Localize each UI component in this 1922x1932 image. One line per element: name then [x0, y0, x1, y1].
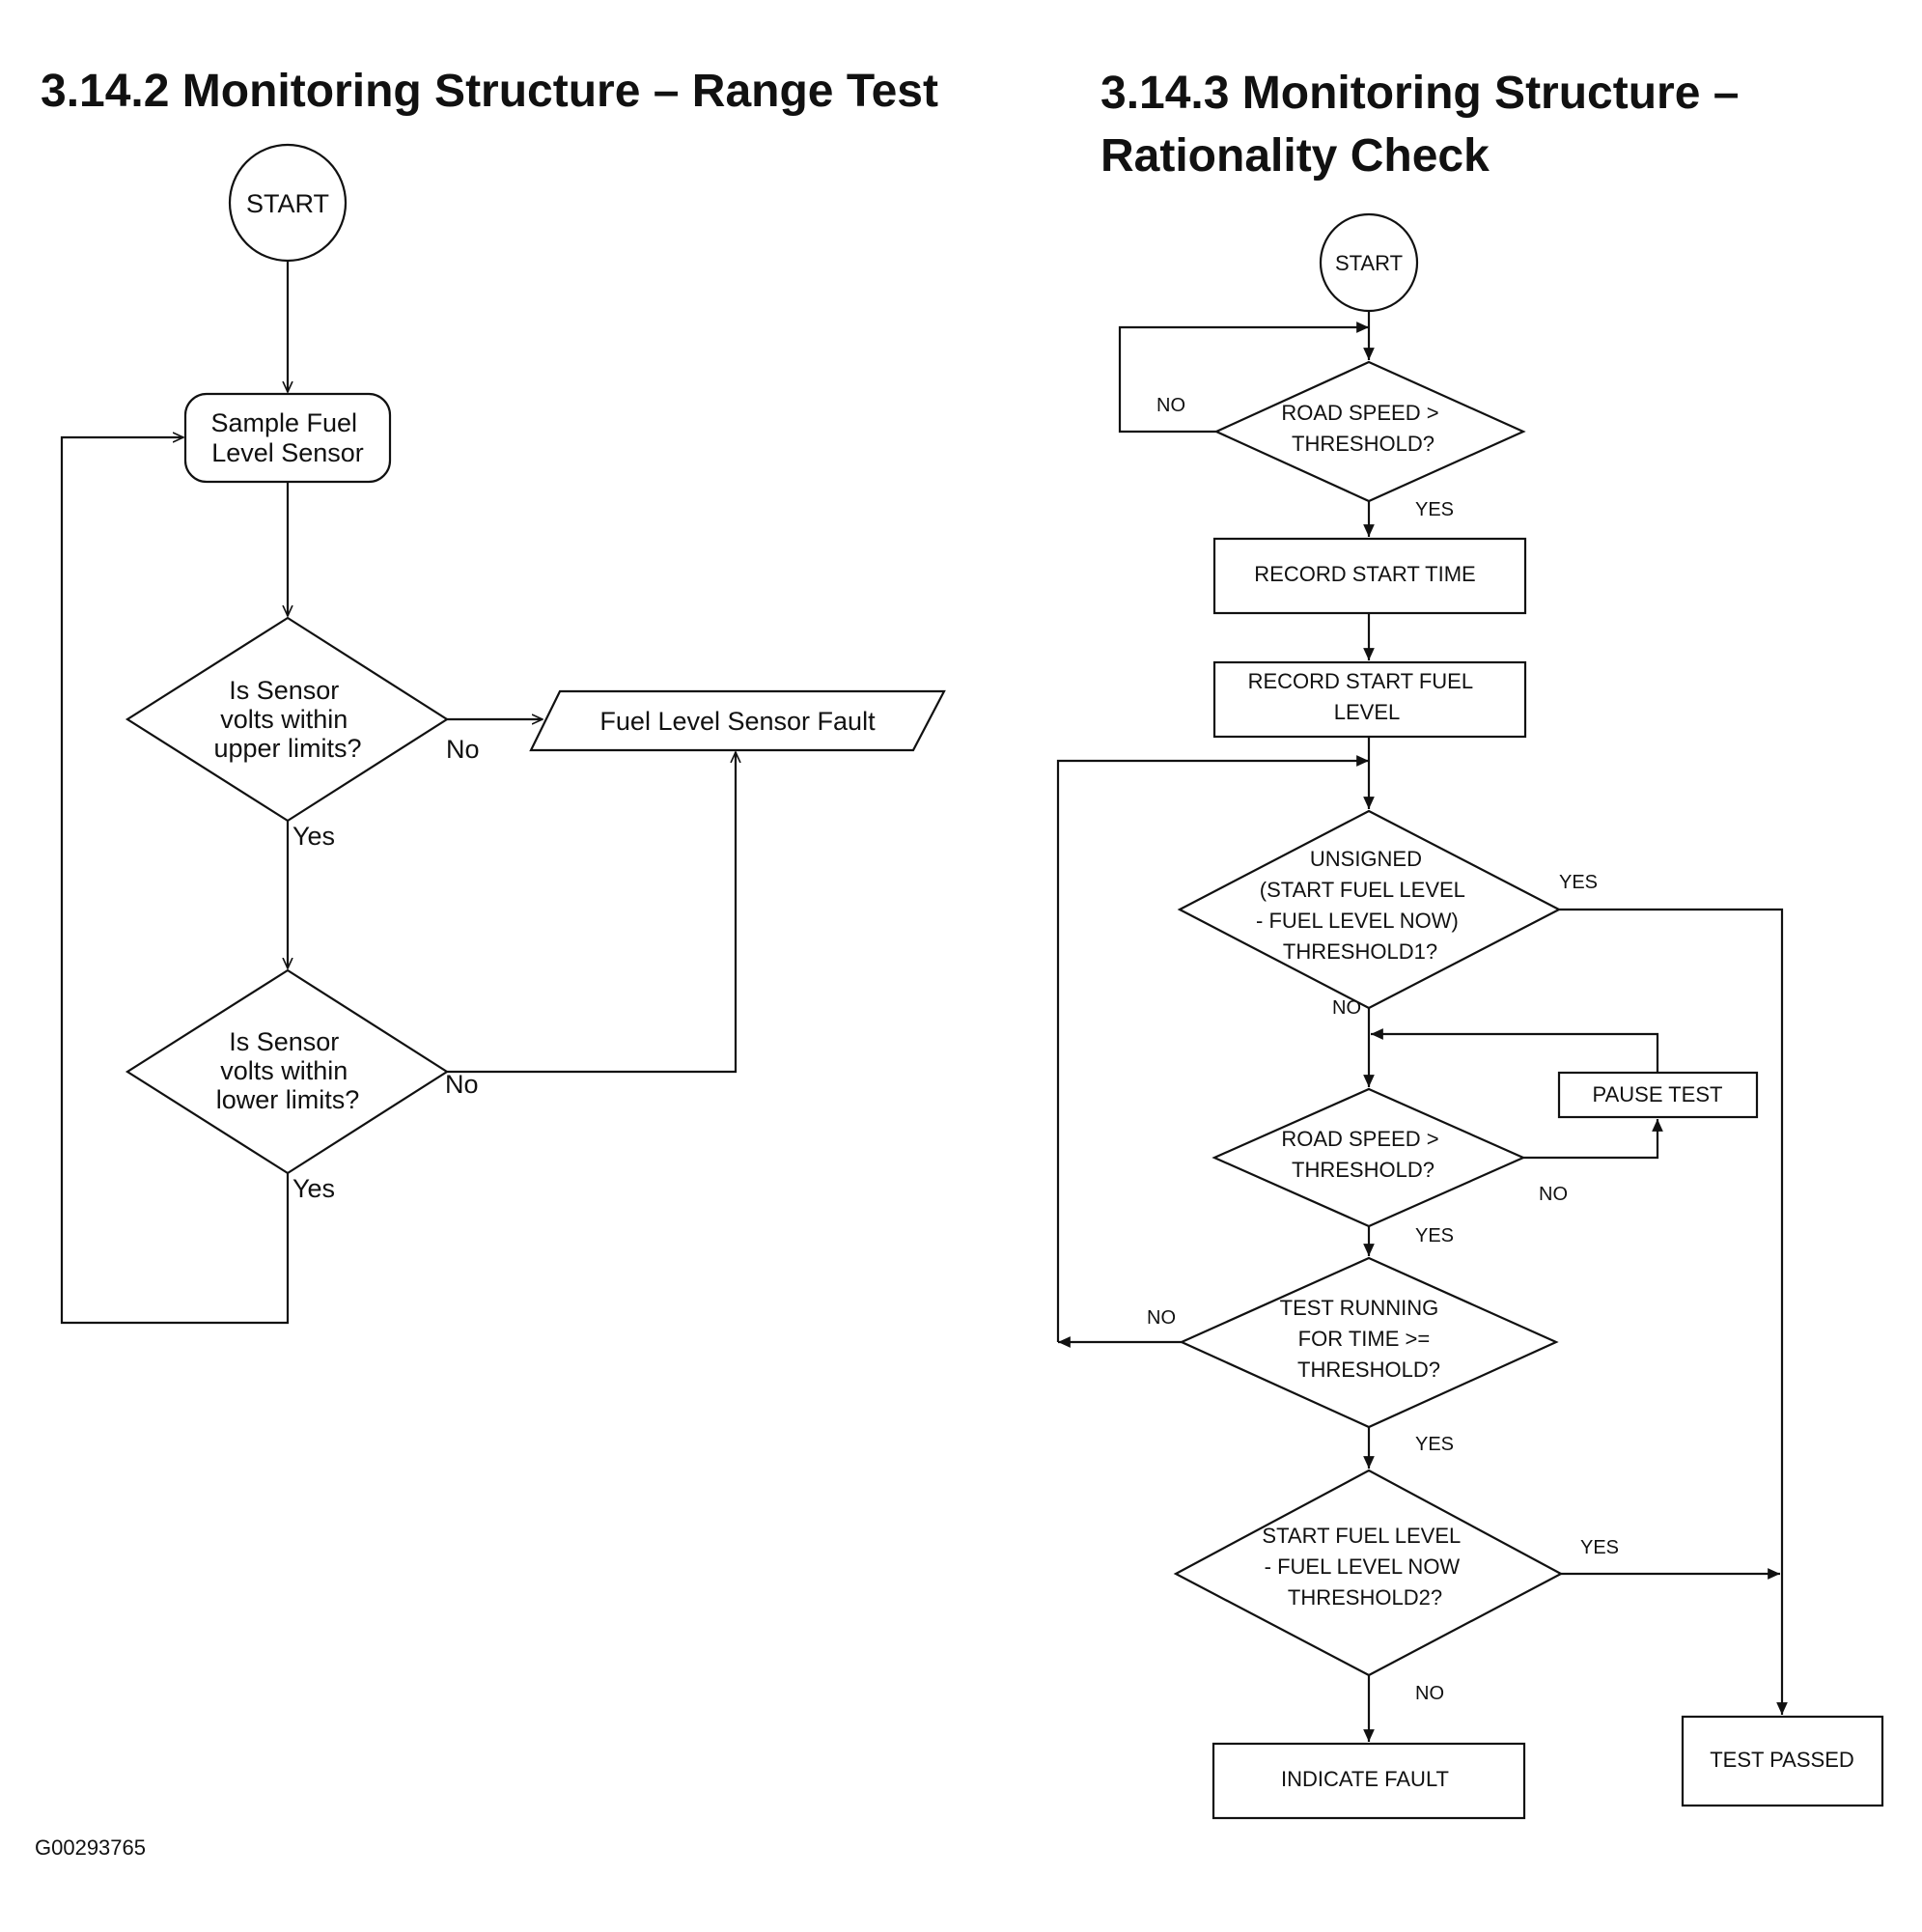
- record-start-fuel-box: [1212, 660, 1527, 739]
- connector-road-no-loop: [1118, 322, 1369, 434]
- fault-label: Fuel Level Sensor Fault: [599, 707, 876, 736]
- running-yes-label: YES: [1415, 1434, 1454, 1455]
- threshold2-yes-label: YES: [1580, 1537, 1619, 1558]
- road2-no-label: NO: [1539, 1184, 1568, 1205]
- threshold1-yes-label: YES: [1559, 872, 1598, 893]
- connector-lower-no: [447, 752, 736, 1074]
- figure-id: G00293765: [35, 1835, 146, 1860]
- range-test-flowchart: 3.14.2 Monitoring Structure – Range Test…: [41, 66, 946, 1325]
- sample-label: Sample Fuel Level Sensor: [210, 408, 364, 467]
- connector-running-loop: [1056, 755, 1369, 1342]
- connector-road2-no: [1523, 1119, 1663, 1160]
- connector-threshold1-yes: [1559, 908, 1788, 1715]
- lower-yes-label: Yes: [292, 1174, 335, 1203]
- indicate-fault-box: [1212, 1742, 1526, 1820]
- road-no-label: NO: [1156, 395, 1185, 416]
- lower-no-label: No: [445, 1070, 479, 1099]
- test-passed-label: TEST PASSED: [1710, 1748, 1854, 1772]
- indicate-fault-label: INDICATE FAULT: [1281, 1767, 1449, 1791]
- test-passed-box: [1681, 1715, 1884, 1807]
- record-start-time-label: RECORD START TIME: [1254, 562, 1475, 586]
- upper-no-label: No: [446, 735, 480, 764]
- road-speed-2-label: ROAD SPEED > THRESHOLD?: [1281, 1127, 1444, 1182]
- connector-pause-return: [1371, 1028, 1659, 1073]
- upper-yes-label: Yes: [292, 822, 335, 851]
- threshold2-no-label: NO: [1415, 1683, 1444, 1704]
- fuel-level-sensor-fault-output: [529, 689, 946, 752]
- pause-test-box: [1557, 1071, 1759, 1119]
- threshold1-no-label: NO: [1332, 997, 1361, 1019]
- threshold1-label: UNSIGNED (START FUEL LEVEL - FUEL LEVEL …: [1256, 847, 1470, 964]
- upper-limits-label: Is Sensor volts within upper limits?: [213, 676, 361, 763]
- road-speed-label: ROAD SPEED > THRESHOLD?: [1281, 401, 1444, 456]
- rationality-check-title: 3.14.3 Monitoring Structure – Rationalit…: [1100, 68, 1752, 182]
- road2-yes-label: YES: [1415, 1225, 1454, 1246]
- start-label: START: [1335, 251, 1403, 275]
- record-start-fuel-label: RECORD START FUEL LEVEL: [1248, 669, 1479, 724]
- rationality-check-flowchart: 3.14.3 Monitoring Structure – Rationalit…: [1056, 68, 1884, 1820]
- test-running-label: TEST RUNNING FOR TIME >= THRESHOLD?: [1280, 1296, 1445, 1382]
- pause-test-label: PAUSE TEST: [1593, 1082, 1723, 1106]
- running-no-label: NO: [1147, 1307, 1176, 1329]
- lower-limits-label: Is Sensor volts within lower limits?: [216, 1027, 360, 1114]
- start-label: START: [246, 189, 329, 218]
- road-yes-label: YES: [1415, 499, 1454, 520]
- connector-lower-yes-loop: [60, 437, 290, 1325]
- threshold2-label: START FUEL LEVEL - FUEL LEVEL NOW THRESH…: [1262, 1524, 1465, 1610]
- record-start-time-box: [1212, 537, 1527, 615]
- range-test-title: 3.14.2 Monitoring Structure – Range Test: [41, 66, 938, 117]
